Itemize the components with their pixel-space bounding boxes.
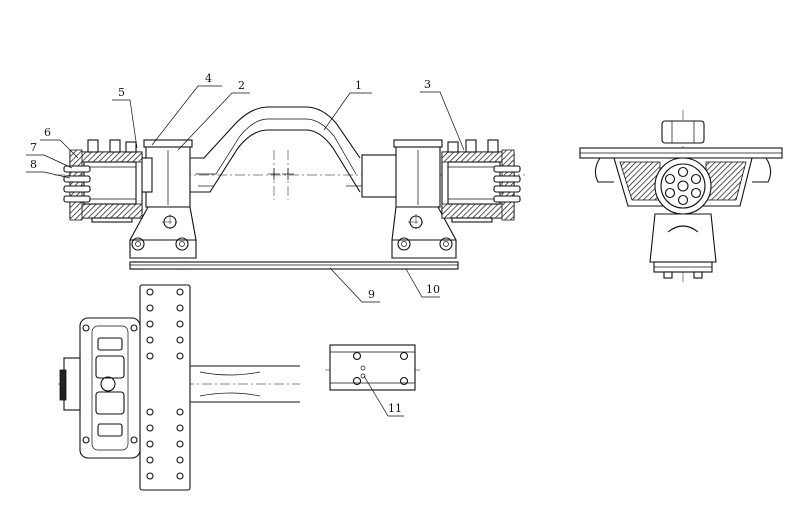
callout-5: 5	[118, 86, 125, 99]
tie-rod	[129, 261, 459, 270]
callout-4: 4	[205, 72, 212, 85]
callout-2: 2	[238, 79, 245, 92]
top-view	[58, 284, 300, 491]
detail-view	[325, 344, 420, 417]
top-view-bolt-holes	[146, 288, 184, 480]
callout-7: 7	[30, 141, 37, 154]
callout-9: 9	[368, 288, 375, 301]
callout-11: 11	[388, 402, 402, 415]
callout-3: 3	[424, 78, 431, 91]
callout-1: 1	[355, 79, 362, 92]
left-hub	[63, 139, 143, 223]
callout-leaders	[26, 85, 465, 303]
side-view	[579, 110, 783, 285]
left-bracket	[129, 139, 197, 270]
callout-8: 8	[30, 158, 37, 171]
crank-beam	[190, 106, 362, 200]
right-bracket	[361, 139, 457, 270]
callout-labels: 1 2 3 4 5 6 7 8 9 10 11	[30, 72, 440, 415]
right-hub-bolts	[493, 165, 521, 203]
callout-10: 10	[426, 283, 440, 296]
callout-6: 6	[44, 126, 51, 139]
front-view	[26, 85, 525, 303]
right-hub	[441, 139, 521, 223]
